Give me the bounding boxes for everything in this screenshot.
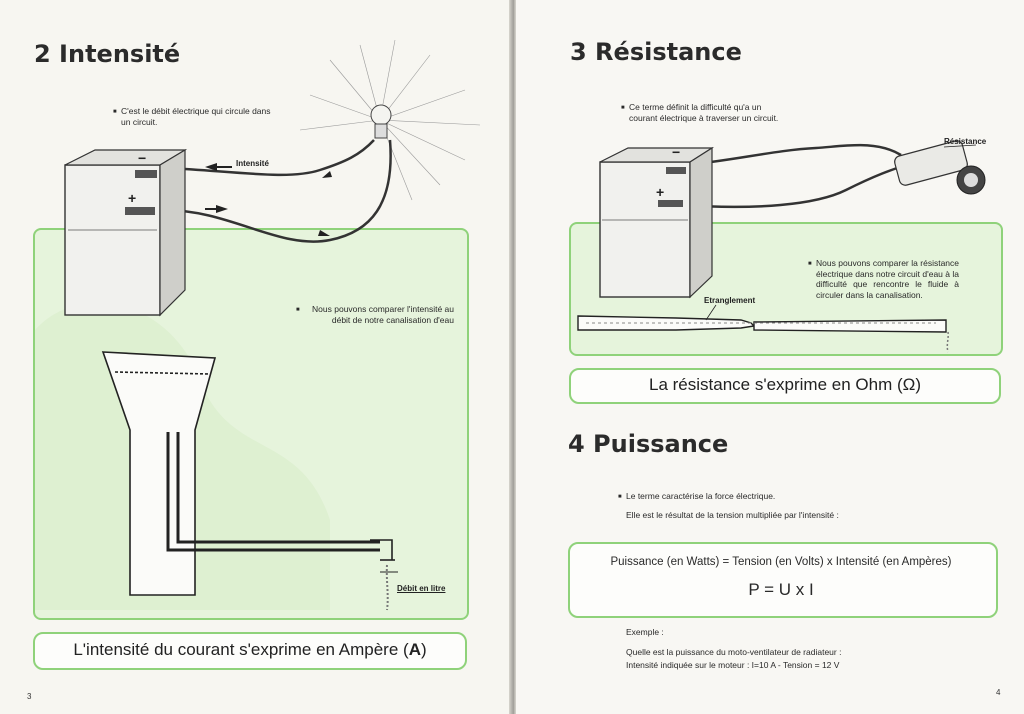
- formula-symbols: P = U x I: [748, 580, 814, 599]
- battery-plus-sign: +: [128, 190, 137, 206]
- battery-minus-sign-right: −: [672, 144, 681, 160]
- lamp-rays: [299, 39, 481, 201]
- page-number-left: 3: [27, 692, 32, 701]
- caption-ampere-text: L'intensité du courant s'exprime en Ampè…: [73, 640, 409, 659]
- caption-box-ampere: [33, 632, 467, 670]
- label-etranglement: Etranglement: [704, 296, 756, 305]
- example-title: Exemple :: [626, 627, 664, 637]
- resistance-component-icon: [894, 140, 986, 195]
- label-debit-en-litre: Débit en litre: [397, 584, 446, 593]
- label-resistance: Résistance: [944, 137, 987, 146]
- bullet-intensite-definition: C'est le débit électrique qui circule da…: [113, 106, 281, 127]
- caption-box-ohm: [569, 368, 1001, 404]
- lamp-bulb-icon: [370, 104, 392, 126]
- formula-words: Puissance (en Watts) = Tension (en Volts…: [610, 556, 952, 568]
- caption-ohm: La résistance s'exprime en Ohm (Ω): [649, 375, 921, 394]
- bullet-intensite-comparison: Nous pouvons comparer l'intensité au déb…: [296, 304, 454, 325]
- bullet-puissance-definition: Le terme caractérise la force électrique…: [618, 491, 926, 502]
- section-title-intensite: 2 Intensité: [34, 40, 181, 68]
- caption-ampere-unit: A: [408, 640, 421, 659]
- intensity-illustration: [35, 39, 481, 611]
- pipe-constriction: [577, 315, 947, 333]
- section-title-resistance: 3 Résistance: [570, 38, 742, 66]
- bullet-resistance-comparison: Nous pouvons comparer la résistance élec…: [808, 258, 959, 300]
- formula-box: [568, 542, 998, 618]
- caption-ampere: L'intensité du courant s'exprime en Ampè…: [36, 640, 464, 660]
- battery-icon: [64, 148, 188, 317]
- example-values: Intensité indiquée sur le moteur : I=10 …: [626, 660, 840, 670]
- water-reservoir: [101, 351, 395, 596]
- current-arrows: [205, 163, 332, 236]
- page-right: 3 Résistance Ce terme définit la difficu…: [516, 0, 1024, 714]
- battery-icon-right: [599, 146, 715, 299]
- book-spine: [509, 0, 519, 714]
- battery-minus-sign: −: [138, 150, 147, 166]
- example-question: Quelle est la puissance du moto-ventilat…: [626, 647, 842, 657]
- label-intensite: Intensité: [236, 159, 269, 168]
- resistance-illustration: [577, 140, 986, 353]
- page-number-right: 4: [996, 688, 1001, 697]
- bullet-resistance-definition: Ce terme définit la difficulté qu'a un c…: [621, 102, 789, 123]
- section-title-puissance: 4 Puissance: [568, 430, 729, 458]
- puissance-explanation: Elle est le résultat de la tension multi…: [626, 510, 839, 520]
- battery-plus-sign-right: +: [656, 184, 665, 200]
- caption-ampere-close: ): [420, 640, 427, 659]
- page-left: 2 Intensité C'est le débit électrique qu…: [0, 0, 512, 714]
